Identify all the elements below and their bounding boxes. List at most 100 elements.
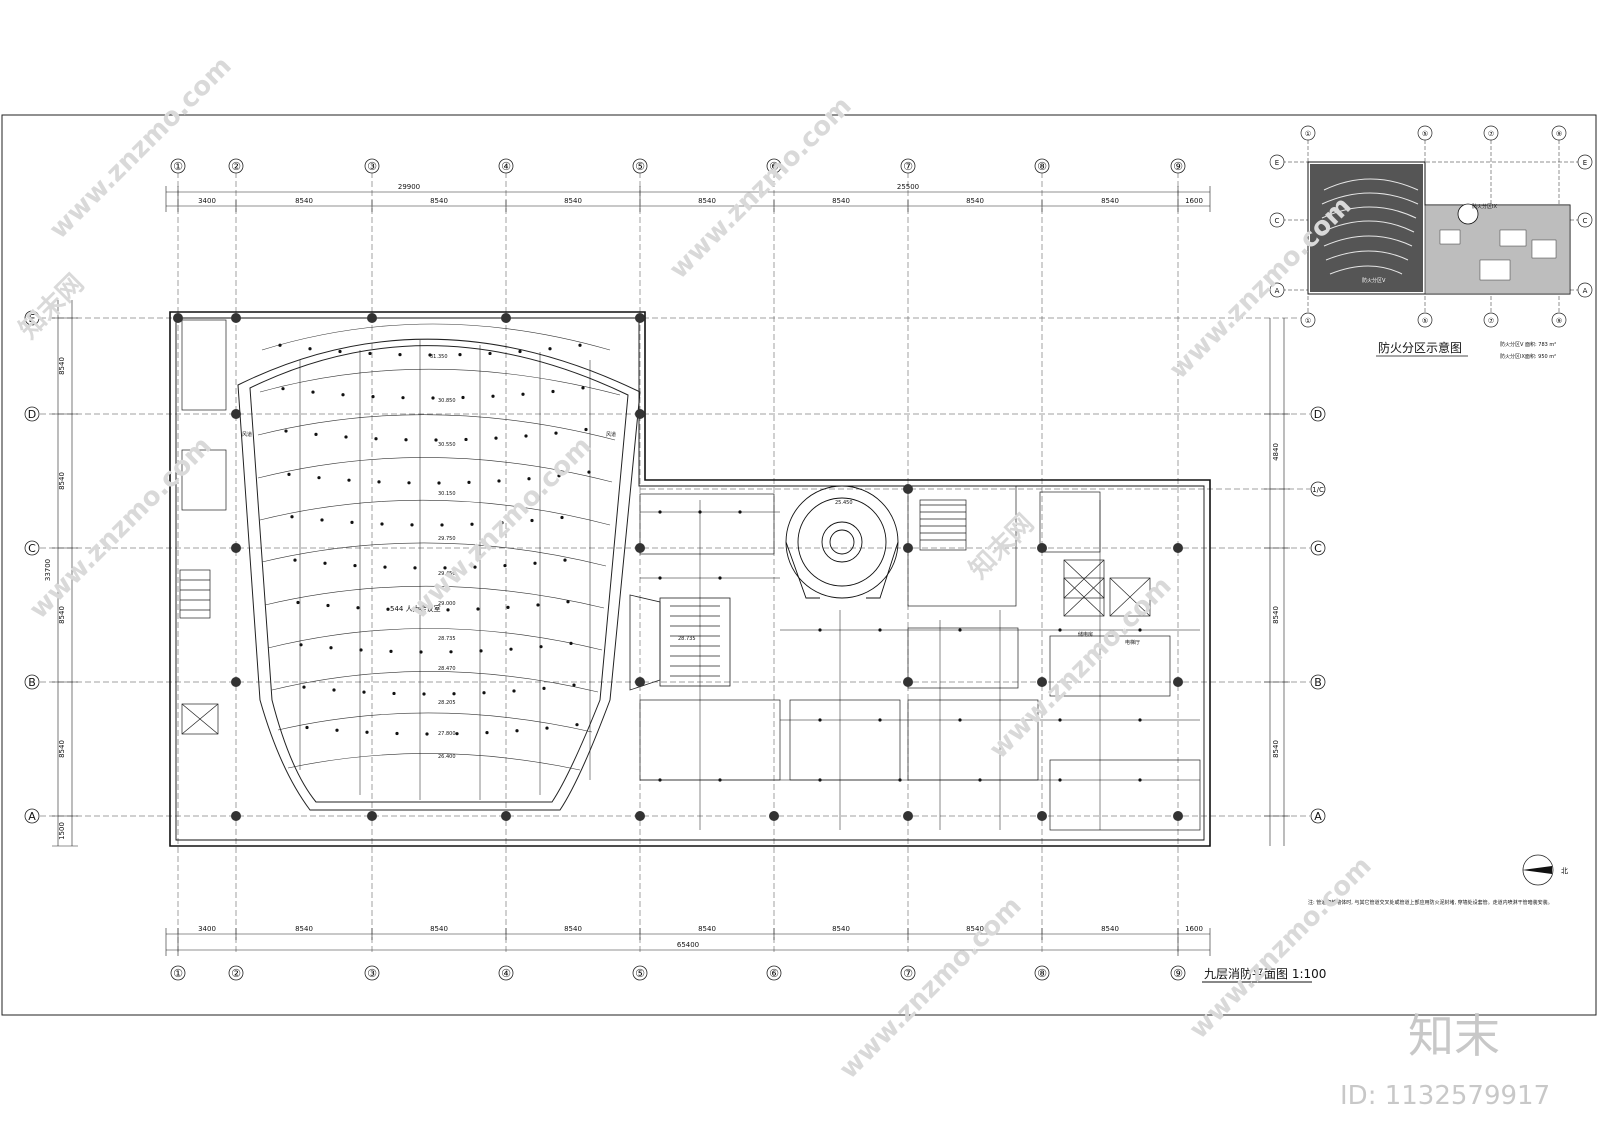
key-axis-7: ⑦ xyxy=(1488,130,1494,138)
sprinkler-head xyxy=(299,643,303,647)
axis-top-8: ⑧ xyxy=(1037,160,1047,173)
key-plan-note-2: 防火分区IX面积: 950 m² xyxy=(1500,353,1556,360)
dim-right-2: 8540 xyxy=(1272,606,1280,624)
sprinkler-head xyxy=(407,481,411,485)
elev-4: 30.150 xyxy=(438,491,456,497)
sprinkler-head xyxy=(548,347,552,351)
key-axis-9-bottom: ⑨ xyxy=(1556,317,1562,325)
sprinkler-head xyxy=(554,431,558,435)
wind-shaft-label-2: 风道 xyxy=(606,431,616,438)
key-row-c: C xyxy=(1275,217,1280,225)
sprinkler-head xyxy=(545,726,549,730)
dim-left-1: 8540 xyxy=(58,357,66,375)
axis-row-c: C xyxy=(28,542,36,555)
sprinkler-head xyxy=(437,481,441,485)
axis-top-2: ② xyxy=(231,160,241,173)
sprinkler-head xyxy=(410,523,414,527)
axis-bottom-3: ③ xyxy=(367,967,377,980)
sprinkler-head xyxy=(533,561,537,565)
storage-label: 储电房 xyxy=(1078,631,1093,638)
watermark-5: www.znzmo.com xyxy=(834,891,1028,1085)
sprinkler-head xyxy=(539,645,543,649)
axis-labels-top: ① ② ③ ④ ⑤ ⑥ ⑦ ⑧ ⑨ xyxy=(173,160,1183,173)
key-zone-label-1: 防火分区V xyxy=(1362,277,1386,284)
sprinkler-head xyxy=(461,395,465,400)
dim-bottom-3: 8540 xyxy=(430,925,448,933)
sprinkler-head xyxy=(326,603,330,608)
axis-top-6: ⑥ xyxy=(769,160,779,173)
sprinkler-head xyxy=(308,347,312,351)
watermark-cn-1: 知末网 xyxy=(964,509,1040,585)
sprinkler-head xyxy=(329,646,333,650)
sprinkler-head xyxy=(413,566,417,570)
sprinkler-head xyxy=(416,608,420,612)
axis-top-3: ③ xyxy=(367,160,377,173)
sprinkler-head xyxy=(335,728,339,732)
dimension-text-left: 8540 8540 8540 8540 1500 33700 xyxy=(44,357,66,840)
sprinkler-head xyxy=(332,688,336,692)
sprinkler-head xyxy=(401,396,405,400)
watermark-3: www.znzmo.com xyxy=(404,431,598,625)
dimension-text-bottom: 3400 8540 8540 8540 8540 8540 8540 8540 … xyxy=(198,925,1203,949)
sprinkler-head xyxy=(374,437,378,441)
axis-bottom-1: ① xyxy=(173,967,183,980)
sprinkler-head xyxy=(281,387,285,391)
sprinkler-head xyxy=(404,438,408,442)
key-axis-1: ① xyxy=(1305,130,1311,138)
axis-row-e: E xyxy=(29,312,36,325)
stair-elevation: 28.735 xyxy=(678,636,696,642)
watermark-7: www.znzmo.com xyxy=(1184,851,1378,1045)
dimension-lines-top xyxy=(165,186,1211,212)
sprinkler-head xyxy=(377,480,381,484)
sprinkler-head xyxy=(500,521,504,525)
axis-row-a: A xyxy=(28,810,36,823)
axis-top-4: ④ xyxy=(501,160,511,173)
wind-shaft-label-1: 风道 xyxy=(242,431,252,438)
axis-row-1c-right: 1/C xyxy=(1312,486,1324,494)
dim-bottom-2: 8540 xyxy=(295,925,313,933)
axis-row-d-right: D xyxy=(1314,408,1322,421)
sprinkler-head xyxy=(560,515,564,520)
auditorium-name: 544 人大会议室 xyxy=(390,604,441,613)
dim-left-3: 8540 xyxy=(58,606,66,624)
elev-5: 29.750 xyxy=(438,536,456,542)
key-axis-1-bottom: ① xyxy=(1305,317,1311,325)
sprinkler-head xyxy=(368,351,372,356)
sprinkler-head xyxy=(380,522,384,526)
dim-bottom-total: 65400 xyxy=(677,941,699,949)
spiral-stair xyxy=(785,485,899,599)
sprinkler-head xyxy=(476,607,480,611)
sprinkler-head xyxy=(482,691,486,695)
elev-6: 29.450 xyxy=(438,571,456,577)
sprinkler-head xyxy=(452,692,456,696)
elev-12: 26.400 xyxy=(438,754,456,760)
sprinkler-head xyxy=(518,349,522,354)
axis-labels-rows: E D C B A D 1/C C B A xyxy=(28,312,1324,823)
axis-bubbles-top xyxy=(170,158,1186,174)
general-note: 注: 管道穿越墙体时, 与其它管道交叉处或管道上部应用防火泥封堵, 穿墙处设套管… xyxy=(1308,899,1553,906)
sprinkler-head xyxy=(557,474,561,478)
sprinkler-head xyxy=(320,518,324,522)
sprinkler-head xyxy=(419,650,423,654)
right-block-rooms xyxy=(639,485,1201,831)
sprinkler-head xyxy=(293,558,297,562)
key-axis-5: ⑤ xyxy=(1422,130,1428,138)
axis-bottom-5: ⑤ xyxy=(635,967,645,980)
sprinkler-head xyxy=(392,691,396,696)
axis-row-a-right: A xyxy=(1314,810,1322,823)
sprinkler-head xyxy=(389,649,393,653)
structural-columns xyxy=(173,313,1183,821)
sprinkler-pipes-right xyxy=(640,500,1200,830)
sprinkler-head xyxy=(383,565,387,569)
dim-bottom-4: 8540 xyxy=(564,925,582,933)
dim-bottom-8: 8540 xyxy=(1101,925,1119,933)
sprinkler-head xyxy=(278,343,282,347)
sprinkler-head xyxy=(365,730,369,734)
sprinkler-head xyxy=(314,432,318,436)
auditorium xyxy=(237,338,641,811)
key-axis-7-bottom: ⑦ xyxy=(1488,317,1494,325)
sprinkler-head xyxy=(515,729,519,733)
right-block-labels: 储电房 电梯厅 xyxy=(1078,631,1140,646)
rotunda-elevation: 25.450 xyxy=(835,500,853,506)
